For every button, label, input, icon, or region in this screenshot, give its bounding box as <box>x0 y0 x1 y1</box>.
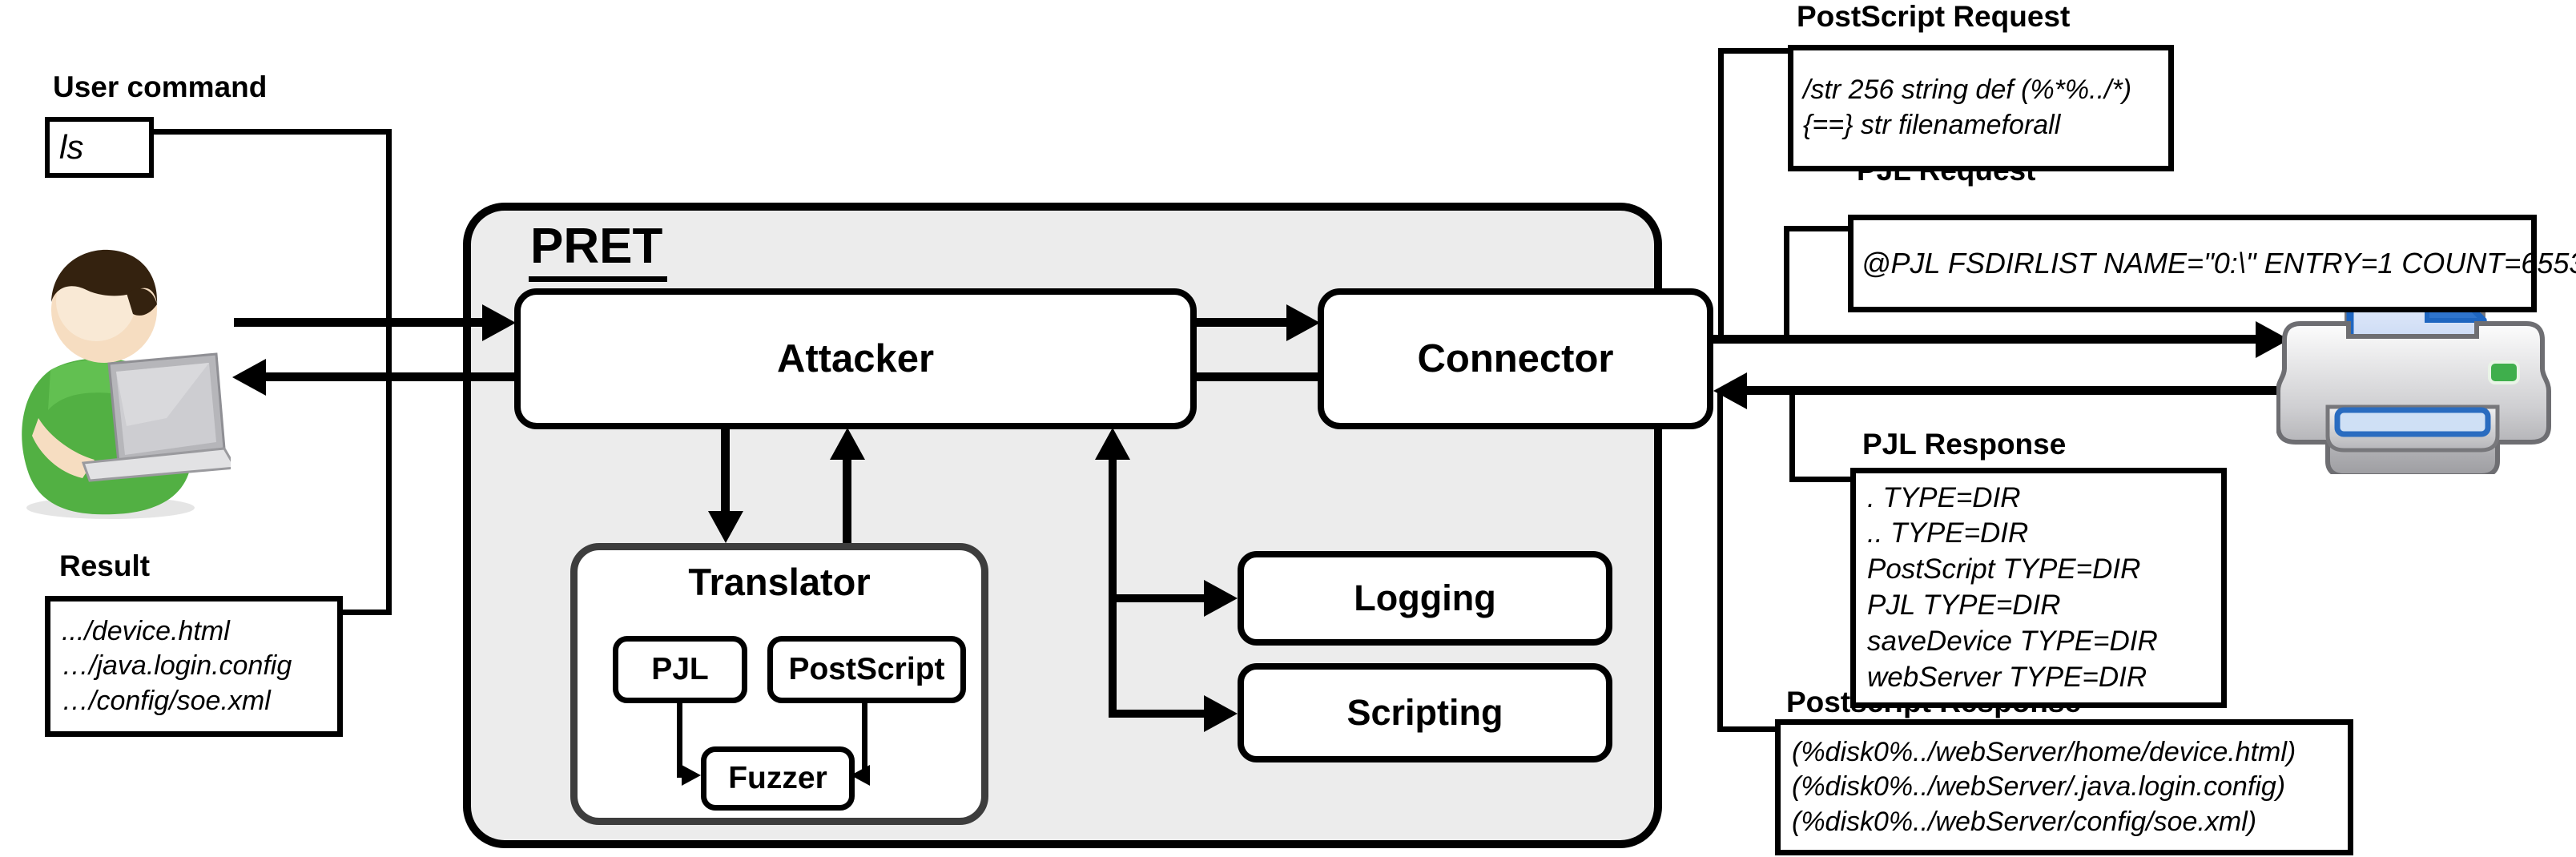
modules-junction-line <box>1109 458 1117 718</box>
logging-box: Logging <box>1238 551 1612 646</box>
translator-title: Translator <box>688 561 871 603</box>
pjl-response-elbow-h <box>1789 477 1852 482</box>
attacker-to-translator-arrow-line <box>721 428 730 513</box>
attacker-to-user-arrow-line <box>264 372 516 381</box>
laptop-icon <box>81 352 231 482</box>
pjl-response-line: webServer TYPE=DIR <box>1867 661 2147 693</box>
postscript-response-line: (%disk0%../webServer/config/soe.xml) <box>1792 806 2257 837</box>
result-title: Result <box>59 549 151 582</box>
attacker-to-connector-arrowhead <box>1286 304 1320 341</box>
pjl-request-elbow-v <box>1784 226 1789 338</box>
postscript-response-box: (%disk0%../webServer/home/device.html) (… <box>1775 719 2353 855</box>
postscript-request-line: /str 256 string def (%*%../*) <box>1803 74 2132 106</box>
postscript-request-elbow-v <box>1718 48 1724 338</box>
attacker-to-user-arrowhead <box>232 359 266 396</box>
user-to-attacker-arrow-line <box>234 318 485 327</box>
printer-to-connector-arrow-line <box>1743 386 2286 395</box>
logging-branch-line <box>1109 594 1206 602</box>
scripting-label: Scripting <box>1346 692 1503 733</box>
fuzzer-box: Fuzzer <box>701 746 855 811</box>
user-to-attacker-arrowhead <box>482 304 516 341</box>
pjl-request-elbow-h <box>1784 226 1851 231</box>
attacker-to-connector-arrow-line <box>1197 318 1290 327</box>
postscript-response-elbow-v <box>1717 392 1723 732</box>
pjl-request-box: @PJL FSDIRLIST NAME="0:\" ENTRY=1 COUNT=… <box>1848 215 2576 312</box>
postscript-request-box: /str 256 string def (%*%../*) {==} str f… <box>1788 45 2174 171</box>
pjl-to-fuzzer-arrowhead <box>682 765 701 786</box>
result-line: …/config/soe.xml <box>62 685 271 716</box>
pjl-response-line: PJL TYPE=DIR <box>1867 589 2061 621</box>
pjl-response-line: .. TYPE=DIR <box>1867 517 2029 549</box>
user-command-title: User command <box>53 70 268 103</box>
result-elbow-h <box>341 610 392 615</box>
pjl-box: PJL <box>613 636 747 703</box>
postscript-to-fuzzer-line <box>862 703 867 778</box>
pjl-response-line: . TYPE=DIR <box>1867 481 2021 513</box>
pjl-response-line: saveDevice TYPE=DIR <box>1867 625 2158 657</box>
attacker-box: Attacker <box>514 288 1197 429</box>
postscript-request-elbow-h <box>1718 48 1790 54</box>
pjl-request-line: @PJL FSDIRLIST NAME="0:\" ENTRY=1 COUNT=… <box>1862 246 2576 280</box>
postscript-label: PostScript <box>788 652 945 686</box>
fuzzer-label: Fuzzer <box>728 761 827 795</box>
postscript-request-title: PostScript Request <box>1797 0 2071 33</box>
attacker-label: Attacker <box>776 337 935 380</box>
scripting-branch-arrowhead <box>1204 695 1238 732</box>
pret-title: PRET <box>529 218 668 282</box>
postscript-response-elbow-h <box>1717 726 1778 732</box>
logging-label: Logging <box>1354 577 1496 618</box>
result-line: …/java.login.config <box>62 650 292 682</box>
connector-label: Connector <box>1417 337 1614 380</box>
translator-to-attacker-arrowhead <box>830 428 865 460</box>
pjl-response-box: . TYPE=DIR .. TYPE=DIR PostScript TYPE=D… <box>1850 468 2227 708</box>
translator-to-attacker-arrow-line <box>843 458 851 545</box>
result-line: .../device.html <box>62 615 230 646</box>
printer-status-light <box>2488 360 2520 384</box>
connector-to-printer-arrow-line <box>1713 335 2261 344</box>
logging-branch-arrowhead <box>1204 580 1238 617</box>
user-with-laptop-icon <box>22 249 231 519</box>
user-command-value: ls <box>59 128 84 167</box>
result-box: .../device.html …/java.login.config …/co… <box>45 596 343 737</box>
attacker-to-translator-arrowhead <box>708 511 743 543</box>
user-command-box: ls <box>45 117 154 178</box>
connector-to-attacker-line <box>1197 372 1318 381</box>
pjl-response-line: PostScript TYPE=DIR <box>1867 553 2141 585</box>
scripting-branch-line <box>1109 710 1206 718</box>
printer-to-connector-arrowhead <box>1713 372 1747 409</box>
connector-box: Connector <box>1318 288 1713 429</box>
postscript-to-fuzzer-arrowhead <box>851 765 870 786</box>
postscript-response-line: (%disk0%../webServer/home/device.html) <box>1792 736 2296 767</box>
modules-to-attacker-arrowhead <box>1095 428 1130 460</box>
pjl-response-title: PJL Response <box>1862 428 2067 461</box>
user-command-elbow-h <box>154 129 392 135</box>
pjl-to-fuzzer-line <box>677 703 682 778</box>
postscript-response-line: (%disk0%../webServer/.java.login.config) <box>1792 771 2286 803</box>
pjl-label: PJL <box>651 652 709 686</box>
pjl-response-elbow-v <box>1789 392 1795 482</box>
user-command-elbow-v <box>386 129 392 615</box>
postscript-box: PostScript <box>767 636 966 703</box>
scripting-box: Scripting <box>1238 663 1612 762</box>
postscript-request-line: {==} str filenameforall <box>1803 110 2061 140</box>
